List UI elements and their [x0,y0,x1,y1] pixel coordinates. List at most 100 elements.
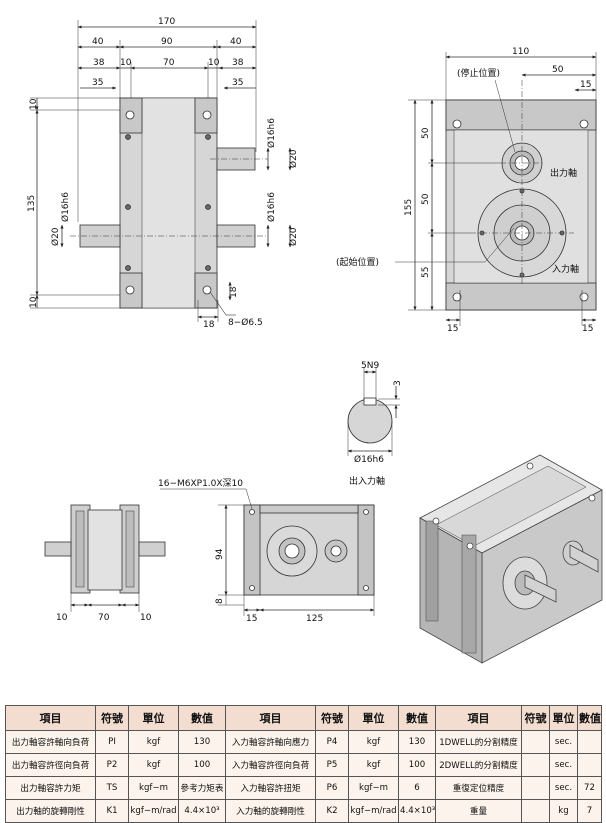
table-cell: sec. [549,730,578,754]
small-front-labels: 10 70 10 [56,613,152,623]
table-cell: 6 [398,776,436,800]
table-cell: 重復定位精度 [435,776,522,800]
header-cell: 數值 [178,705,226,731]
table-cell: P4 [315,730,349,754]
shaft-detail [347,368,400,456]
input-shaft-label: 入力軸 [552,263,579,275]
holes-note: 8−Ø6.5 [228,317,263,328]
table-cell [521,753,550,777]
table-cell: PI [95,730,129,754]
dim-38-right: 38 [232,58,244,68]
header-cell: 項目 [225,705,316,731]
drawing-canvas: 170 40 90 40 38 10 70 10 38 35 35 10 135… [27,17,603,664]
dim-10-top: 10 [29,98,39,110]
dia-20-right: Ø20 [288,227,299,246]
table-cell: P5 [315,753,349,777]
header-cell: 單位 [128,705,179,731]
table-cell [577,730,602,754]
dim-10-a: 10 [120,58,132,68]
header-cell: 符號 [315,705,349,731]
table-cell: sec. [549,776,578,800]
dim-35-left: 35 [92,78,103,88]
dim-50-b: 50 [421,193,431,205]
dim-110: 110 [512,47,529,57]
table-cell: TS [95,776,129,800]
dim-50-a: 50 [421,127,431,139]
table-cell: 出力軸容許軸向負荷 [5,730,96,754]
header-cell: 項目 [5,705,96,731]
table-row: 出力軸容許軸向負荷 PI kgf 130 入力軸容許軸向應力 P4 kgf 13… [5,730,602,754]
dim-18-v: 18 [229,286,239,298]
table-cell: kgf−m/rad [128,799,179,823]
dim-38-left: 38 [93,58,105,68]
tap-note: 16−M6XP1.0X深10 [158,478,243,489]
output-shaft-label: 出力軸 [550,167,577,179]
dim-18-h: 18 [203,320,215,330]
small-side-view [160,488,375,616]
dim-90: 90 [161,37,173,47]
dim-10-b: 10 [208,58,220,68]
table-cell: 100 [398,753,436,777]
isometric-view [419,454,603,664]
shaft-diameter: Ø16h6 [354,454,384,465]
dim-155: 155 [404,199,414,216]
table-cell: 入力軸容許徑向負荷 [225,753,316,777]
table-cell: kgf−m [128,776,179,800]
dim-40-left: 40 [92,37,104,47]
table-cell: P6 [315,776,349,800]
dia-20-top: Ø20 [288,149,299,168]
dim-70-small: 70 [98,613,110,623]
small-front-view [44,504,166,612]
table-cell: kg [549,799,578,823]
table-cell: 出力軸的旋轉剛性 [5,799,96,823]
dim-170: 170 [158,17,175,27]
header-cell: 單位 [549,705,578,731]
table-cell [521,730,550,754]
table-cell: 4.4×10³ [178,799,226,823]
side-view [395,52,597,326]
table-cell: 72 [577,776,602,800]
table-cell: 7 [577,799,602,823]
header-cell: 項目 [435,705,522,731]
dim-15-small: 15 [246,614,257,624]
dim-15-bottom-left: 15 [447,324,458,334]
table-cell: 130 [398,730,436,754]
dim-125: 125 [306,614,323,624]
table-cell: kgf−m/rad [348,799,399,823]
header-cell: 數值 [398,705,436,731]
dia-16h6-top: Ø16h6 [266,118,277,148]
table-cell: 入力軸容許扭矩 [225,776,316,800]
table-row: 出力軸容許徑向負荷 P2 kgf 100 入力軸容許徑向負荷 P5 kgf 10… [5,753,602,777]
table-header-row: 項目 符號 單位 數值 項目 符號 單位 數值 項目 符號 單位 數值 [5,705,602,731]
small-side-labels: 16−M6XP1.0X深10 94 8 15 125 [158,478,323,624]
keyway-depth: 3 [393,380,403,386]
shaft-detail-labels: 5N9 3 Ø16h6 出入力軸 [349,361,403,487]
table-cell: kgf [128,753,179,777]
dim-10-left-small: 10 [56,613,68,623]
header-cell: 符號 [95,705,129,731]
table-cell: kgf [348,730,399,754]
table-row: 出力軸容許力矩 TS kgf−m 參考力矩表 入力軸容許扭矩 P6 kgf−m … [5,776,602,800]
stop-position-label: (停止位置) [457,67,500,79]
table-cell: 4.4×10³ [398,799,436,823]
table-cell: 參考力矩表 [178,776,226,800]
dia-16h6-mid: Ø16h6 [266,192,277,222]
dim-15-bottom-right: 15 [582,324,593,334]
table-cell: K1 [95,799,129,823]
dim-70: 70 [163,58,175,68]
dim-10-right-small: 10 [140,613,152,623]
table-cell: sec. [549,753,578,777]
dim-55: 55 [421,267,431,278]
spec-table: 項目 符號 單位 數值 項目 符號 單位 數值 項目 符號 單位 數值 出力軸容… [5,705,602,823]
dim-8: 8 [215,598,225,604]
shaft-caption: 出入力軸 [349,475,385,487]
dim-94: 94 [215,548,225,560]
dia-16h6-left: Ø16h6 [60,192,71,222]
table-cell: P2 [95,753,129,777]
table-cell: kgf [348,753,399,777]
keyway-label: 5N9 [361,361,379,371]
dim-135: 135 [27,195,37,212]
table-cell: kgf−m [348,776,399,800]
table-cell: 入力軸的旋轉剛性 [225,799,316,823]
dim-10-bottom: 10 [29,296,39,308]
